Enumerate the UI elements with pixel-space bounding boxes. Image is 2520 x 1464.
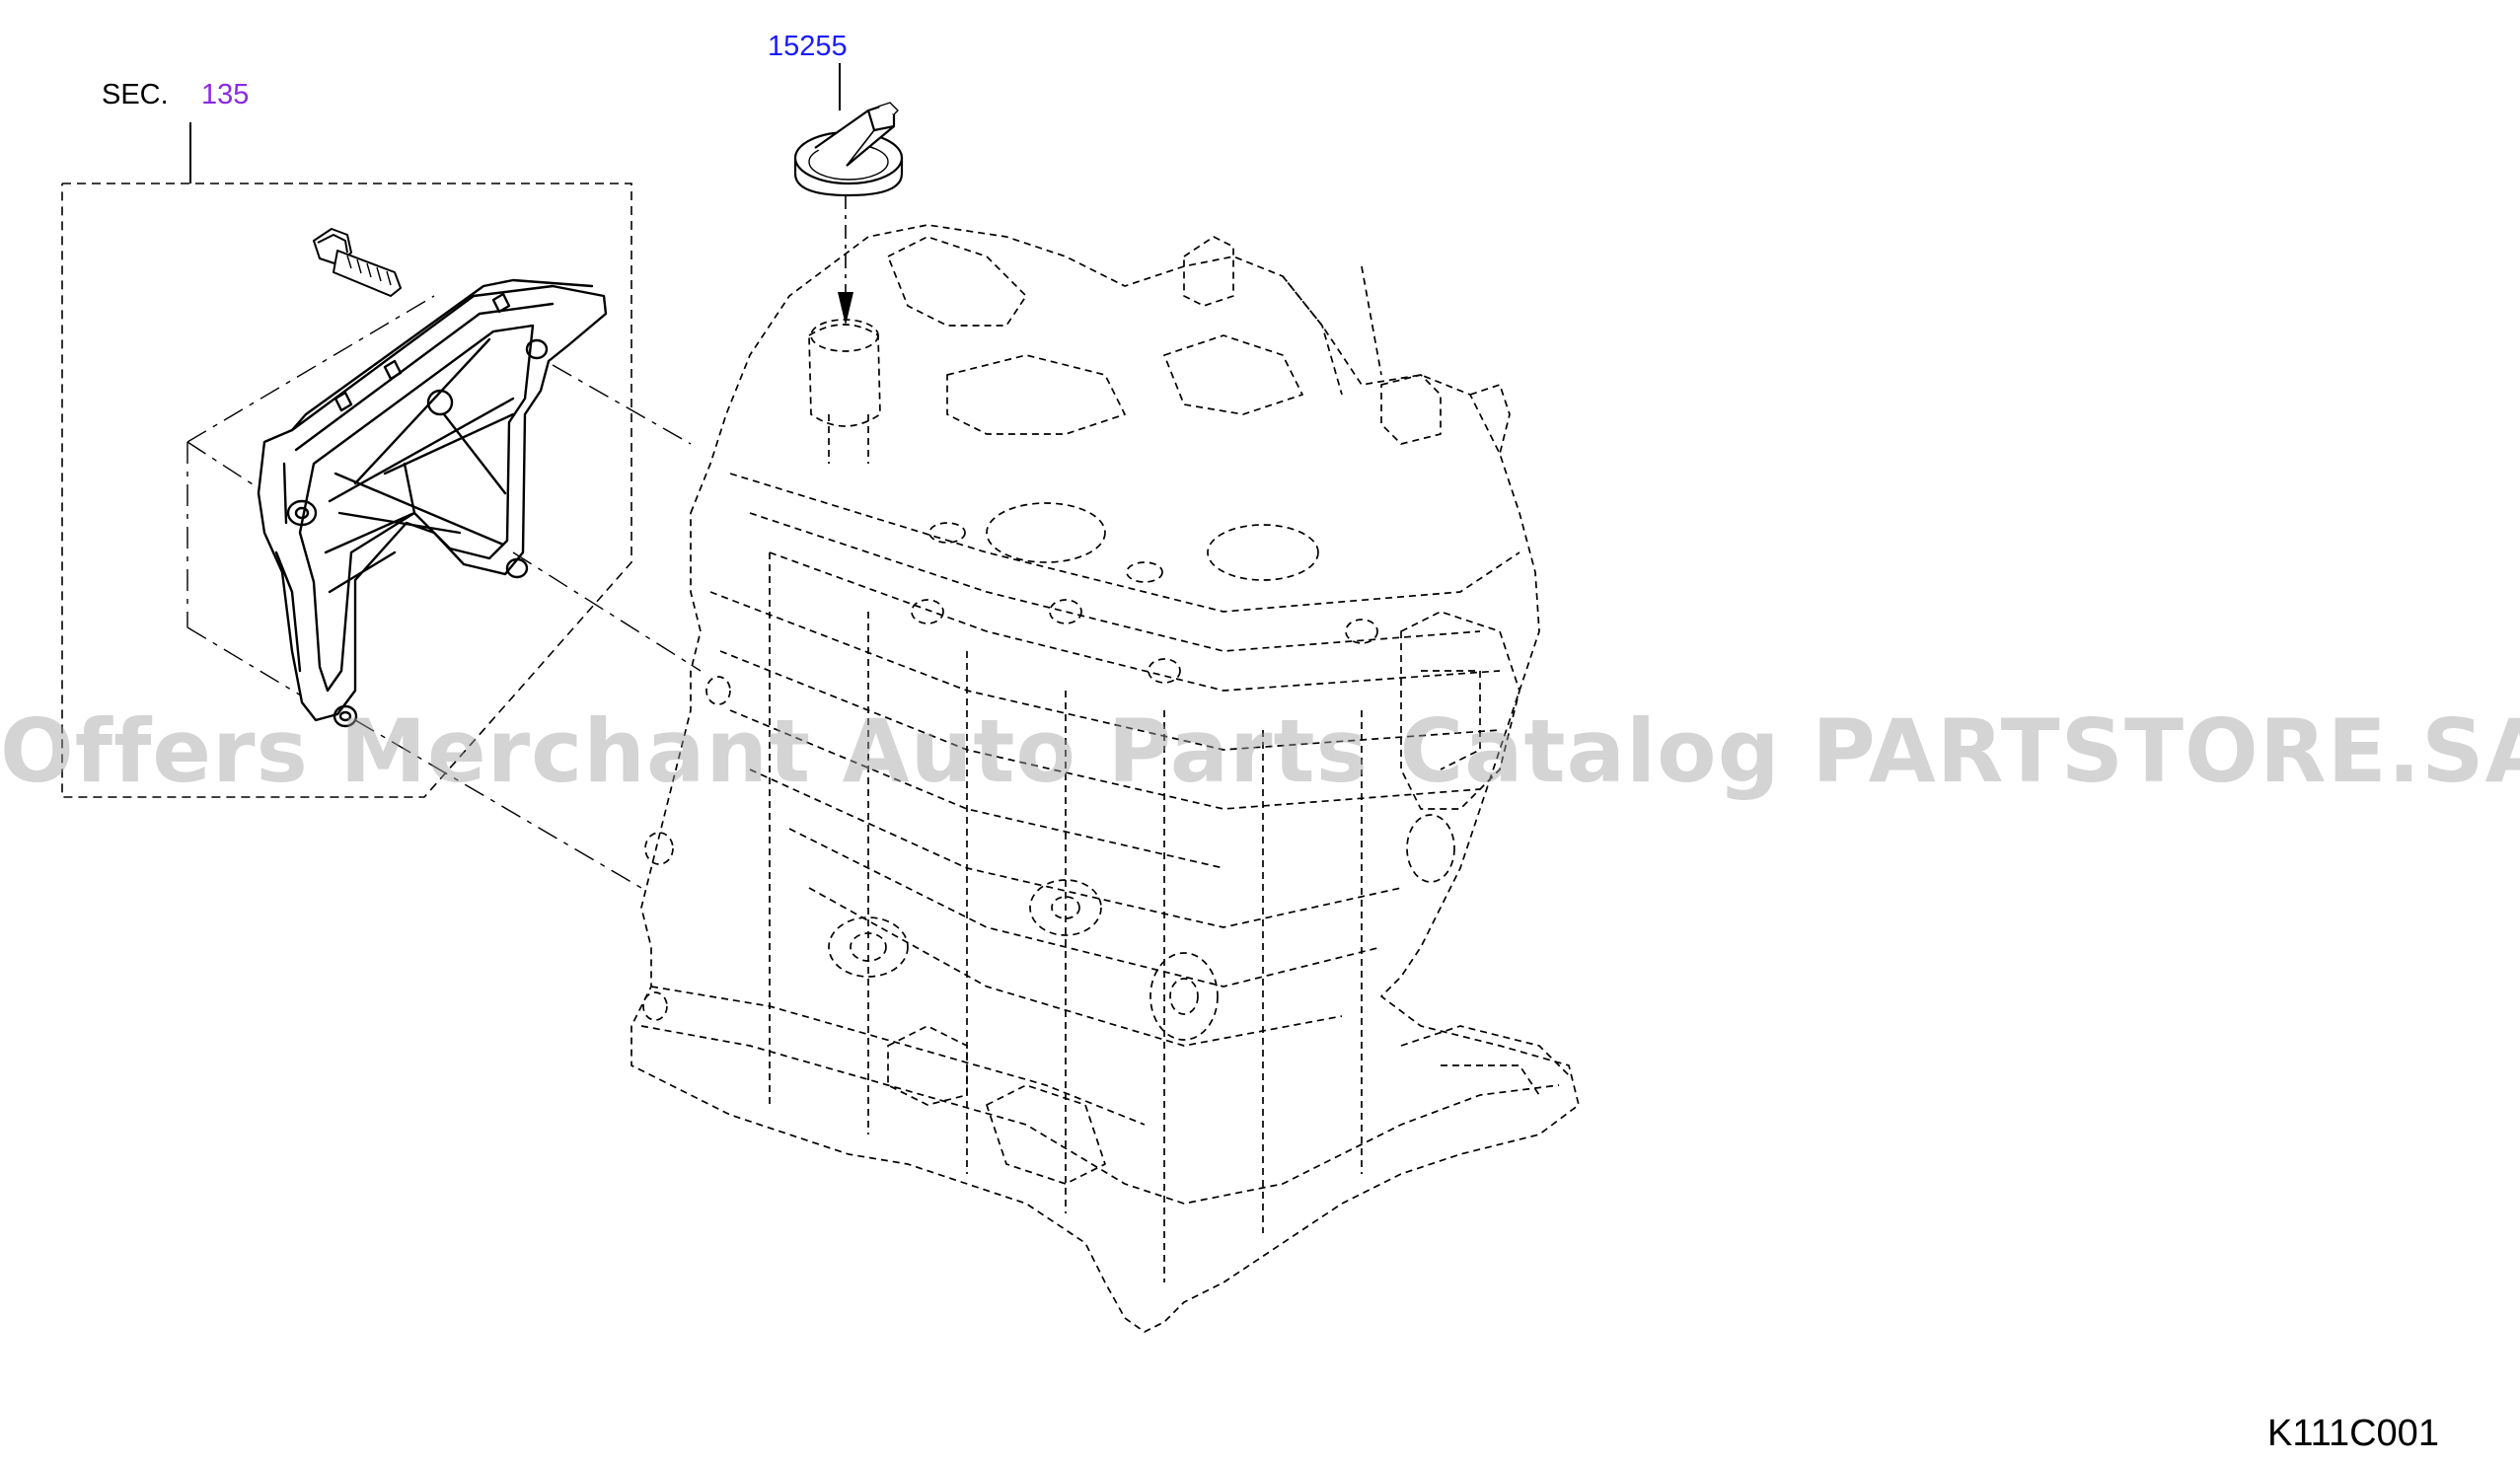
part-15255-link[interactable]: 15255 (768, 31, 848, 62)
bracket-cover-icon[interactable] (257, 278, 608, 728)
engine-block-icon (630, 224, 1580, 1333)
diagram-id-label: K111C001 (2267, 1413, 2439, 1454)
section-prefix-label: SEC. (102, 79, 169, 110)
filler-cap-icon[interactable] (793, 102, 904, 197)
section-135-box (61, 183, 632, 798)
bracket-to-engine-leaders (354, 364, 702, 889)
section-135-link[interactable]: 135 (201, 79, 250, 110)
cap-insertion-arrow (838, 195, 853, 326)
bolt-icon[interactable] (313, 228, 402, 297)
